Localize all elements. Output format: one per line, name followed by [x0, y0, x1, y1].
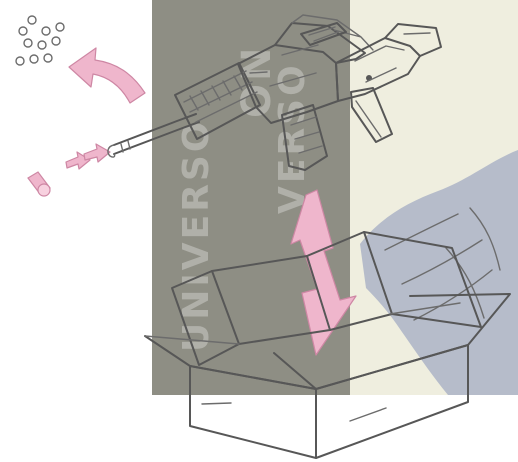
upper-curved-arrow — [69, 48, 145, 103]
cap-arrow-2 — [84, 144, 110, 162]
circle-cluster-icon — [16, 16, 64, 65]
cylinder-cap-icon — [28, 172, 50, 196]
